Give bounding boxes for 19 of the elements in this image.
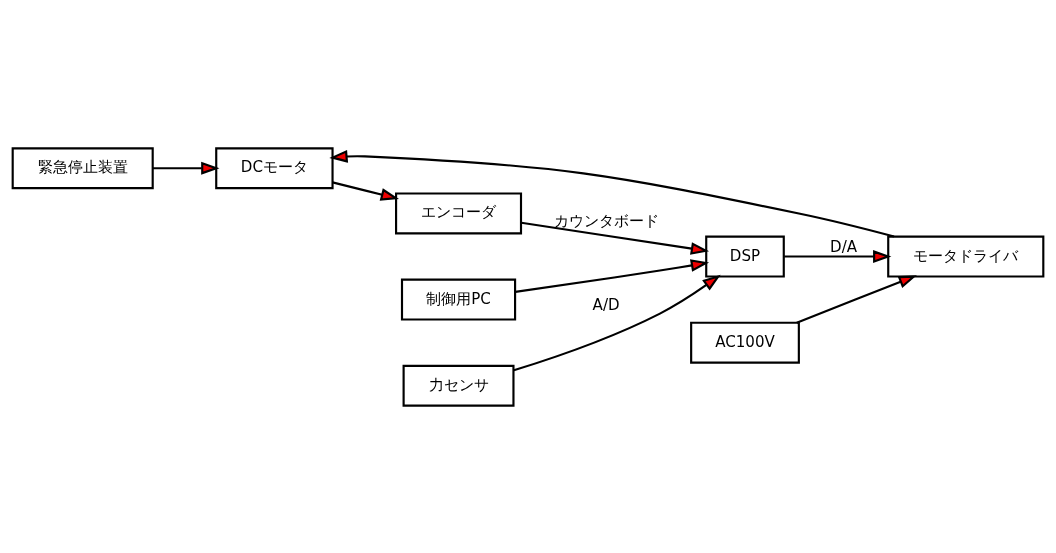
arrow bbox=[332, 180, 399, 201]
arrow bbox=[513, 274, 721, 371]
node-box: AC100V bbox=[690, 321, 800, 364]
node-box: エンコーダ bbox=[395, 191, 523, 234]
node-box: 緊急停止装置 bbox=[11, 146, 154, 189]
node-box: DSP bbox=[705, 235, 785, 278]
arrow bbox=[784, 249, 892, 263]
arrow bbox=[329, 149, 895, 238]
arrow bbox=[796, 274, 917, 324]
node-box: モータドライバ bbox=[887, 235, 1045, 278]
arrow bbox=[152, 161, 220, 175]
edge-label: A/D bbox=[592, 295, 620, 314]
edge-label: カウンタボード bbox=[553, 211, 659, 230]
node-box: 制御用PC bbox=[400, 278, 517, 321]
edge-label: D/A bbox=[830, 237, 858, 256]
node-box: DCモータ bbox=[215, 146, 334, 189]
arrow bbox=[515, 258, 710, 293]
node-box: 力センサ bbox=[402, 364, 515, 407]
arrow bbox=[521, 221, 710, 255]
